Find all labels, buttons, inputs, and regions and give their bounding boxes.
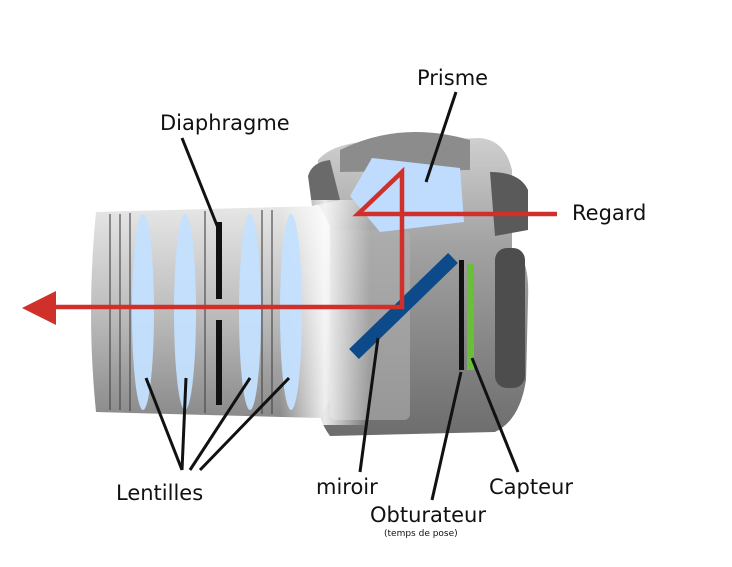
sensor-label: Capteur (489, 475, 573, 499)
viewfinder-eyepiece (490, 172, 528, 236)
sensor (467, 264, 474, 370)
prism-label: Prisme (417, 66, 489, 90)
view-label: Regard (572, 201, 647, 225)
leader-lines (144, 91, 520, 501)
shutter-note: (temps de pose) (384, 529, 458, 539)
shutter (459, 260, 464, 370)
light-path-arrowhead (22, 291, 56, 325)
lenses-label: Lentilles (116, 481, 204, 505)
lens-element-2 (174, 214, 196, 410)
grip (495, 248, 525, 388)
lens-element-3 (239, 214, 261, 410)
lens-element-1 (132, 214, 154, 410)
shutter-label: Obturateur (370, 503, 487, 527)
diaphragm-lower (216, 320, 222, 405)
lens-element-4 (280, 214, 302, 410)
lens-rings (109, 210, 273, 414)
light-path (52, 166, 557, 310)
diaphragm-upper (216, 222, 222, 299)
mirror-label: miroir (316, 475, 378, 499)
mode-dial (308, 160, 340, 206)
diaphragm-label: Diaphragme (160, 111, 290, 135)
